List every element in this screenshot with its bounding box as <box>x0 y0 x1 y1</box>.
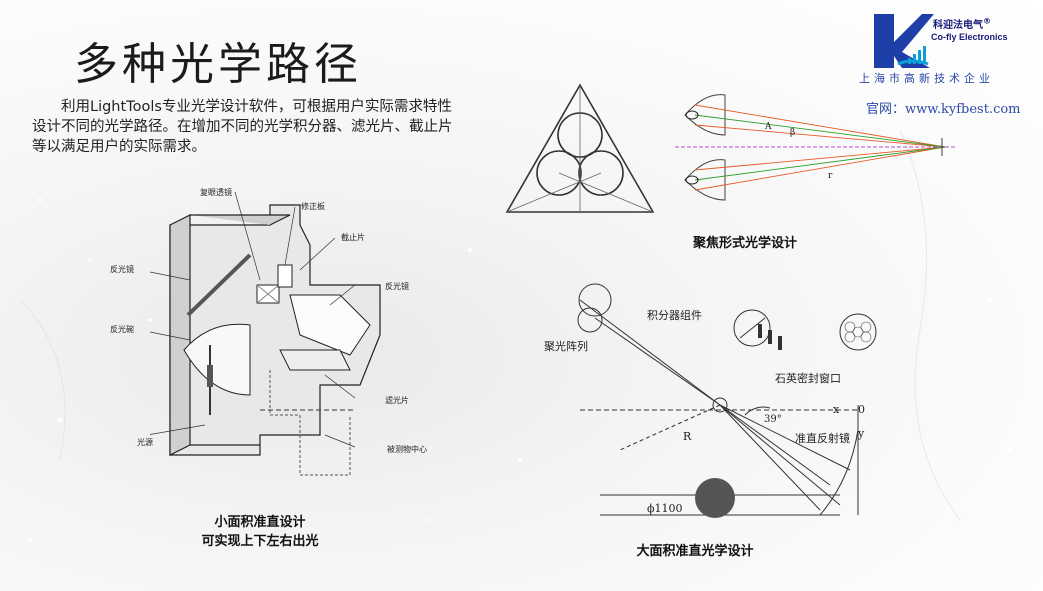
small-figure-caption-2: 可实现上下左右出光 <box>201 534 319 549</box>
label-reflector-right: 反光镜 <box>385 282 409 291</box>
logo-company-en: Co-fly Electronics <box>931 32 1008 42</box>
label-A: A <box>765 122 772 132</box>
page-title: 多种光学路径 <box>74 39 362 90</box>
label-condenser: 聚光阵列 <box>544 340 588 353</box>
logo-tagline: 上海市高新技术企业 <box>859 72 994 85</box>
label-filter: 滤光片 <box>385 396 409 405</box>
focus-figure-caption: 聚焦形式光学设计 <box>692 236 797 251</box>
label-reflector-bowl: 反光碗 <box>110 325 134 334</box>
company-logo <box>874 14 934 68</box>
label-y: y <box>858 427 865 440</box>
label-quartz-window: 石英密封窗口 <box>775 372 841 385</box>
large-collimation-diagram <box>577 283 877 518</box>
focus-diagram <box>505 83 955 213</box>
label-reflector-left: 反光镜 <box>110 265 134 274</box>
label-object-center: 被测物中心 <box>387 445 427 454</box>
website-line: 官网：www.kyfbest.com <box>866 98 1021 117</box>
label-collimating-mirror: 准直反射镜 <box>795 432 850 445</box>
label-R: R <box>683 430 692 443</box>
website-prefix: 官网： <box>866 102 906 117</box>
intro-paragraph: 利用LightTools专业光学设计软件，可根据用户实际需求特性设计不同的光学路… <box>32 99 453 155</box>
registered-mark: ® <box>983 16 991 26</box>
small-collimation-diagram <box>150 191 381 476</box>
large-figure-caption: 大面积准直光学设计 <box>636 544 754 559</box>
label-integrator: 积分器组件 <box>647 309 702 322</box>
website-link[interactable]: www.kyfbest.com <box>905 102 1021 117</box>
label-beta: β <box>790 128 796 138</box>
label-cutoff: 截止片 <box>341 233 365 242</box>
label-zero: 0 <box>858 403 865 416</box>
label-diameter: ϕ1100 <box>647 502 683 515</box>
label-light-source: 光源 <box>137 438 153 447</box>
label-r: r <box>828 171 833 181</box>
label-fly-eye-lens: 复眼透镜 <box>200 188 232 197</box>
small-figure-caption-1: 小面积准直设计 <box>214 515 306 530</box>
logo-company-cn: 科迎法电气® <box>933 16 991 31</box>
label-x: x <box>833 403 840 416</box>
label-correction-plate: 修正板 <box>301 202 325 211</box>
label-angle: 39° <box>764 414 782 425</box>
